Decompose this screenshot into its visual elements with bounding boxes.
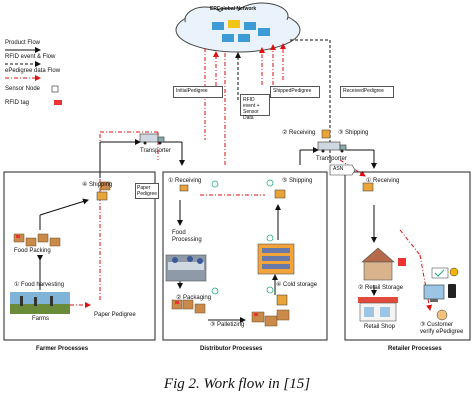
distributor-receiving-top: ② Receiving: [282, 130, 316, 136]
customer-verify: ③ Customer verify ePedigree: [420, 322, 464, 336]
legend-rfid-tag: RFID tag: [5, 100, 30, 106]
retail-storage-image: [361, 247, 406, 281]
legend-rfid-event: RFID event & Flow: [5, 54, 56, 60]
dist-cold-storage: ④ Cold storage: [276, 282, 318, 288]
initial-pedigree-doc: InitialPedigree: [173, 86, 223, 98]
farms-image: [10, 292, 70, 314]
farmer-paper-pedigree: Paper Pedigree: [94, 312, 136, 318]
transporter-mid-label: Transporter: [316, 156, 347, 162]
retail-shop-image: [358, 297, 398, 322]
network-title: EPCglobal Network: [210, 6, 257, 12]
dist-food-processing: Food Processing: [172, 230, 202, 244]
retail-receiving: ① Receiving: [366, 178, 400, 184]
distributor-title: Distributor Processes: [200, 346, 263, 352]
asn-label: ASN: [333, 166, 344, 172]
figure-caption: Fig 2. Work flow in [15]: [163, 376, 311, 392]
legend-product-flow: Product Flow: [5, 40, 41, 46]
legend-epedigree-flow: ePedigree data Flow: [5, 68, 61, 74]
retailer-title: Retailer Processes: [388, 346, 442, 352]
farmer-title: Farmer Processes: [36, 346, 89, 352]
paper-pedigree-mid-label: Paper Pedigree: [137, 185, 158, 197]
truck-icon-top: [139, 133, 165, 145]
legend-sensor-node: Sensor Node: [5, 86, 41, 92]
initial-pedigree-label: InitialPedigree: [176, 88, 208, 94]
dist-shipping: ⑤ Shipping: [282, 178, 313, 184]
dist-packaging: ② Packaging: [176, 295, 212, 301]
rfid-event-label: RFID event + Sensor Data: [243, 97, 260, 121]
farmer-food-packing: Food Packing: [14, 248, 51, 254]
farmer-food-harvesting: ① Food harvesting: [14, 282, 65, 288]
epcglobal-cloud: [175, 2, 301, 53]
truck-icon-mid: [317, 141, 347, 153]
received-pedigree-label: ReceivedPedigree: [343, 88, 384, 94]
cold-storage-image: [257, 243, 295, 275]
rfid-event-doc: RFID event + Sensor Data: [240, 94, 270, 121]
farmer-farms: Farms: [32, 316, 49, 322]
retail-storage: ② Retail Storage: [358, 285, 404, 291]
dist-receiving: ① Receiving: [168, 178, 202, 184]
shipped-pedigree-label: ShippedPedigree: [273, 88, 312, 94]
retail-shop: Retail Shop: [364, 324, 396, 330]
shipped-pedigree-doc: ShippedPedigree: [270, 86, 320, 98]
dist-palletizing: ③ Palletizing: [210, 322, 245, 328]
paper-pedigree-mid-doc: Paper Pedigree: [135, 183, 159, 199]
farmer-shipping: ④ Shipping: [82, 182, 113, 188]
food-processing-image: [165, 254, 207, 282]
received-pedigree-doc: ReceivedPedigree: [340, 86, 394, 98]
distributor-shipping-top: ③ Shipping: [338, 130, 369, 136]
customer-devices-icon: [423, 267, 459, 321]
transporter-top-label: Transporter: [140, 148, 171, 154]
